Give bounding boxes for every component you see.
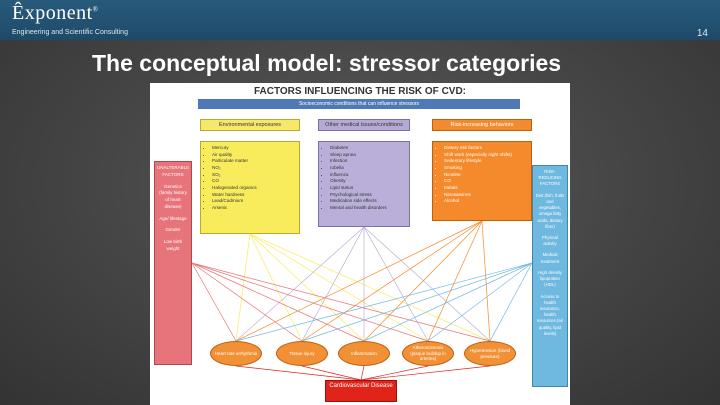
factor-item: Psychological stress xyxy=(330,192,405,199)
connector-line xyxy=(235,220,483,342)
factor-item: Smoking xyxy=(444,165,527,172)
factor-item: Mental and health disorders xyxy=(330,205,405,212)
slide-title: The conceptual model: stressor categorie… xyxy=(92,50,562,76)
factor-item: Water hardness xyxy=(212,192,295,199)
reducing-item: Access to health insurance, health resou… xyxy=(536,293,564,336)
unalterable-item: Genetics (family history of heart diseas… xyxy=(159,183,187,209)
connector-line xyxy=(191,262,365,342)
category-risk: Risk-increasing behaviors xyxy=(432,119,532,131)
factor-item: NO₂ xyxy=(212,165,295,172)
factor-item: Obesity xyxy=(330,178,405,185)
outcome-atherosclerosis: Atherosclerosis (plaque buildup in arter… xyxy=(402,341,454,366)
connector-line xyxy=(249,233,429,342)
logo-registered-mark: ® xyxy=(92,5,99,14)
risk-reducing-factors: RISK-REDUCING FACTORS Diet (fish, fruits… xyxy=(532,165,568,387)
outcome-inflammation: Inflammation xyxy=(338,341,390,366)
factor-item: Diabetes xyxy=(330,145,405,152)
connector-line xyxy=(235,226,365,342)
outcome-to-cvd-line xyxy=(301,365,362,381)
page-number: 14 xyxy=(696,28,708,39)
medical-box: DiabetesSleep apneaInfectionrubellainflu… xyxy=(318,141,410,227)
connector-line xyxy=(191,262,303,342)
connector-lines xyxy=(191,220,533,381)
factor-item: rubella xyxy=(330,165,405,172)
reducing-item: Medical treatment xyxy=(540,252,560,264)
figure-title: FACTORS INFLUENCING THE RISK OF CVD: xyxy=(253,86,467,97)
unalterable-heading: UNALTERABLE FACTORS xyxy=(157,165,190,177)
environmental-box: MercuryAir qualityParticulate matterNO₂S… xyxy=(200,141,300,234)
factor-item: Sleep apnea xyxy=(330,152,405,159)
factor-item: Metals xyxy=(444,185,527,192)
factor-item: CO xyxy=(212,178,295,185)
connector-line xyxy=(363,262,533,342)
connector-line xyxy=(489,262,533,342)
factor-item: Sedentary lifestyle xyxy=(444,158,527,165)
unalterable-item: Low birth weight xyxy=(163,239,183,251)
cvd-figure: FACTORS INFLUENCING THE RISK OF CVD: Soc… xyxy=(150,83,570,405)
connector-line xyxy=(427,262,533,342)
connector-line xyxy=(363,220,483,342)
connector-line xyxy=(191,262,237,342)
factor-item: influenza xyxy=(330,172,405,179)
factor-item: Dietary risk factors xyxy=(444,145,527,152)
connector-line xyxy=(363,226,429,342)
factor-item: Alcohol xyxy=(444,198,527,205)
logo-text: Êxponent xyxy=(12,2,93,24)
connector-line xyxy=(427,220,483,342)
connector-line xyxy=(301,226,365,342)
outcome-to-cvd-line xyxy=(235,365,362,381)
cardiovascular-disease-box: Cardiovascular Disease xyxy=(325,380,397,402)
factor-item: Medication side effects xyxy=(330,198,405,205)
factor-item: CO xyxy=(444,178,527,185)
factor-item: Halogenated organics xyxy=(212,185,295,192)
reducing-item: High density lipoprotein (HDL) xyxy=(538,269,562,288)
category-medical: Other medical issues/conditions xyxy=(318,119,410,131)
outcome-to-cvd-line xyxy=(360,365,491,381)
outcome-to-cvd-line xyxy=(360,365,429,381)
factor-item: Lead/Cadmium xyxy=(212,198,295,205)
outcome-tissue-injury: Tissue injury xyxy=(276,341,328,366)
tagline: Engineering and Scientific Consulting xyxy=(12,29,128,36)
connector-line xyxy=(235,262,533,342)
header-bar: Êxponent® Engineering and Scientific Co… xyxy=(0,0,720,40)
category-environmental: Environmental exposures xyxy=(200,119,300,131)
factor-item: Shift work (especially night shifts) xyxy=(444,152,527,159)
connector-line xyxy=(249,233,303,342)
factor-item: SO₂ xyxy=(212,172,295,179)
socio-bar: Socioeconomic conditions that can influe… xyxy=(198,99,520,109)
outcome-hypertension: Hypertension (blood pressure) xyxy=(464,341,516,366)
factor-item: Nicotine xyxy=(444,172,527,179)
factor-item: Lipid status xyxy=(330,185,405,192)
factor-item: Particulate matter xyxy=(212,158,295,165)
factor-item: Air quality xyxy=(212,152,295,159)
reducing-heading: RISK-REDUCING FACTORS xyxy=(538,169,562,187)
exponent-logo: Êxponent® xyxy=(12,2,98,25)
factor-item: Arsenic xyxy=(212,205,295,212)
factor-item: Nitrosamines xyxy=(444,192,527,199)
connector-line xyxy=(235,233,251,342)
unalterable-factors: UNALTERABLE FACTORS Genetics (family his… xyxy=(154,161,192,365)
connector-line xyxy=(191,262,491,342)
reducing-item: Diet (fish, fruits and vegetables, omega… xyxy=(535,192,565,229)
connector-line xyxy=(481,220,491,342)
outcome-to-cvd-line xyxy=(360,365,365,381)
connector-line xyxy=(249,233,491,342)
unalterable-item: Age/ lifestage xyxy=(159,215,187,221)
outcome-arrhythmia: Heart rate arrhythmia xyxy=(210,341,262,366)
unalterable-item: Gender xyxy=(165,227,181,233)
connector-line xyxy=(249,233,365,342)
connector-line xyxy=(191,262,429,342)
reducing-item: Physical activity xyxy=(541,234,558,247)
connector-line xyxy=(301,220,483,342)
factor-item: Mercury xyxy=(212,145,295,152)
risk-box: Dietary risk factorsShift work (especial… xyxy=(432,141,532,221)
connector-line xyxy=(363,226,491,342)
factor-item: Infection xyxy=(330,158,405,165)
connector-line xyxy=(301,262,533,342)
